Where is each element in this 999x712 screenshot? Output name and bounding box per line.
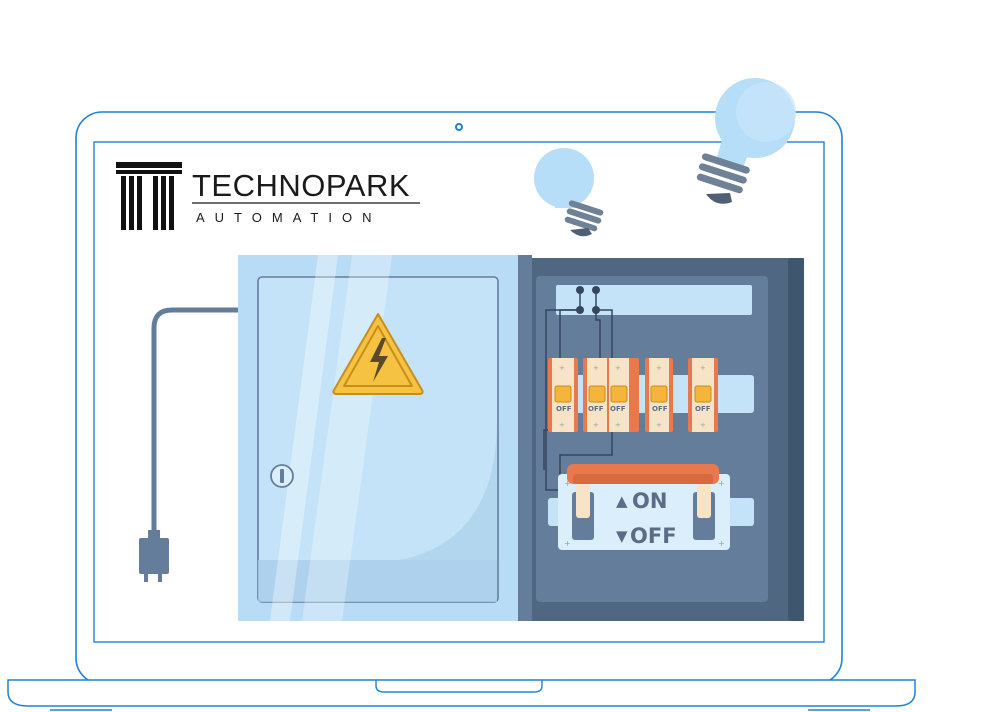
svg-text:+: + (564, 539, 571, 548)
switch-on-arrow-icon: ▲ (616, 492, 628, 510)
power-plug-icon (139, 307, 238, 582)
breaker-panel: OFF OFF OFF OFF OFF + + + + + + + + (532, 258, 804, 621)
trackpad-notch (375, 680, 543, 693)
svg-text:+: + (593, 364, 599, 372)
light-bulb-icon (696, 78, 796, 204)
svg-text:+: + (564, 479, 571, 488)
breaker[interactable]: OFF (688, 358, 718, 432)
breaker-state-label: OFF (588, 405, 604, 413)
svg-text:+: + (593, 421, 599, 429)
svg-text:+: + (615, 421, 621, 429)
breaker[interactable]: OFF (645, 358, 673, 432)
svg-text:+: + (700, 364, 706, 372)
svg-text:+: + (559, 421, 565, 429)
laptop-base (7, 679, 916, 707)
cabinet-door (238, 255, 532, 621)
svg-text:+: + (615, 364, 621, 372)
lightning-warning-icon (332, 313, 424, 395)
logo-title: TECHNOPARK (192, 168, 410, 203)
breaker-state-label: OFF (556, 405, 572, 413)
logo-mark-icon (116, 162, 182, 230)
switch-off-label: OFF (630, 524, 677, 548)
breaker-state-label: OFF (695, 405, 711, 413)
svg-text:+: + (656, 421, 662, 429)
technopark-logo: TECHNOPARK AUTOMATION (116, 162, 420, 230)
light-bulb-icon (534, 148, 604, 237)
svg-text:+: + (718, 539, 725, 548)
webcam (455, 123, 463, 131)
breaker[interactable]: OFF (548, 358, 578, 432)
breaker-state-label: OFF (652, 405, 668, 413)
breaker-state-label: OFF (610, 405, 626, 413)
svg-text:+: + (700, 421, 706, 429)
svg-text:+: + (718, 479, 725, 488)
logo-tagline: AUTOMATION (196, 210, 381, 225)
switch-off-arrow-icon: ▼ (616, 527, 628, 545)
main-power-switch[interactable]: ▲ ON ▼ OFF + + + + (558, 464, 730, 550)
svg-text:+: + (559, 364, 565, 372)
svg-text:+: + (656, 364, 662, 372)
door-lock-icon (270, 464, 294, 488)
switch-on-label: ON (632, 489, 667, 513)
breaker[interactable]: OFF OFF (583, 358, 639, 432)
